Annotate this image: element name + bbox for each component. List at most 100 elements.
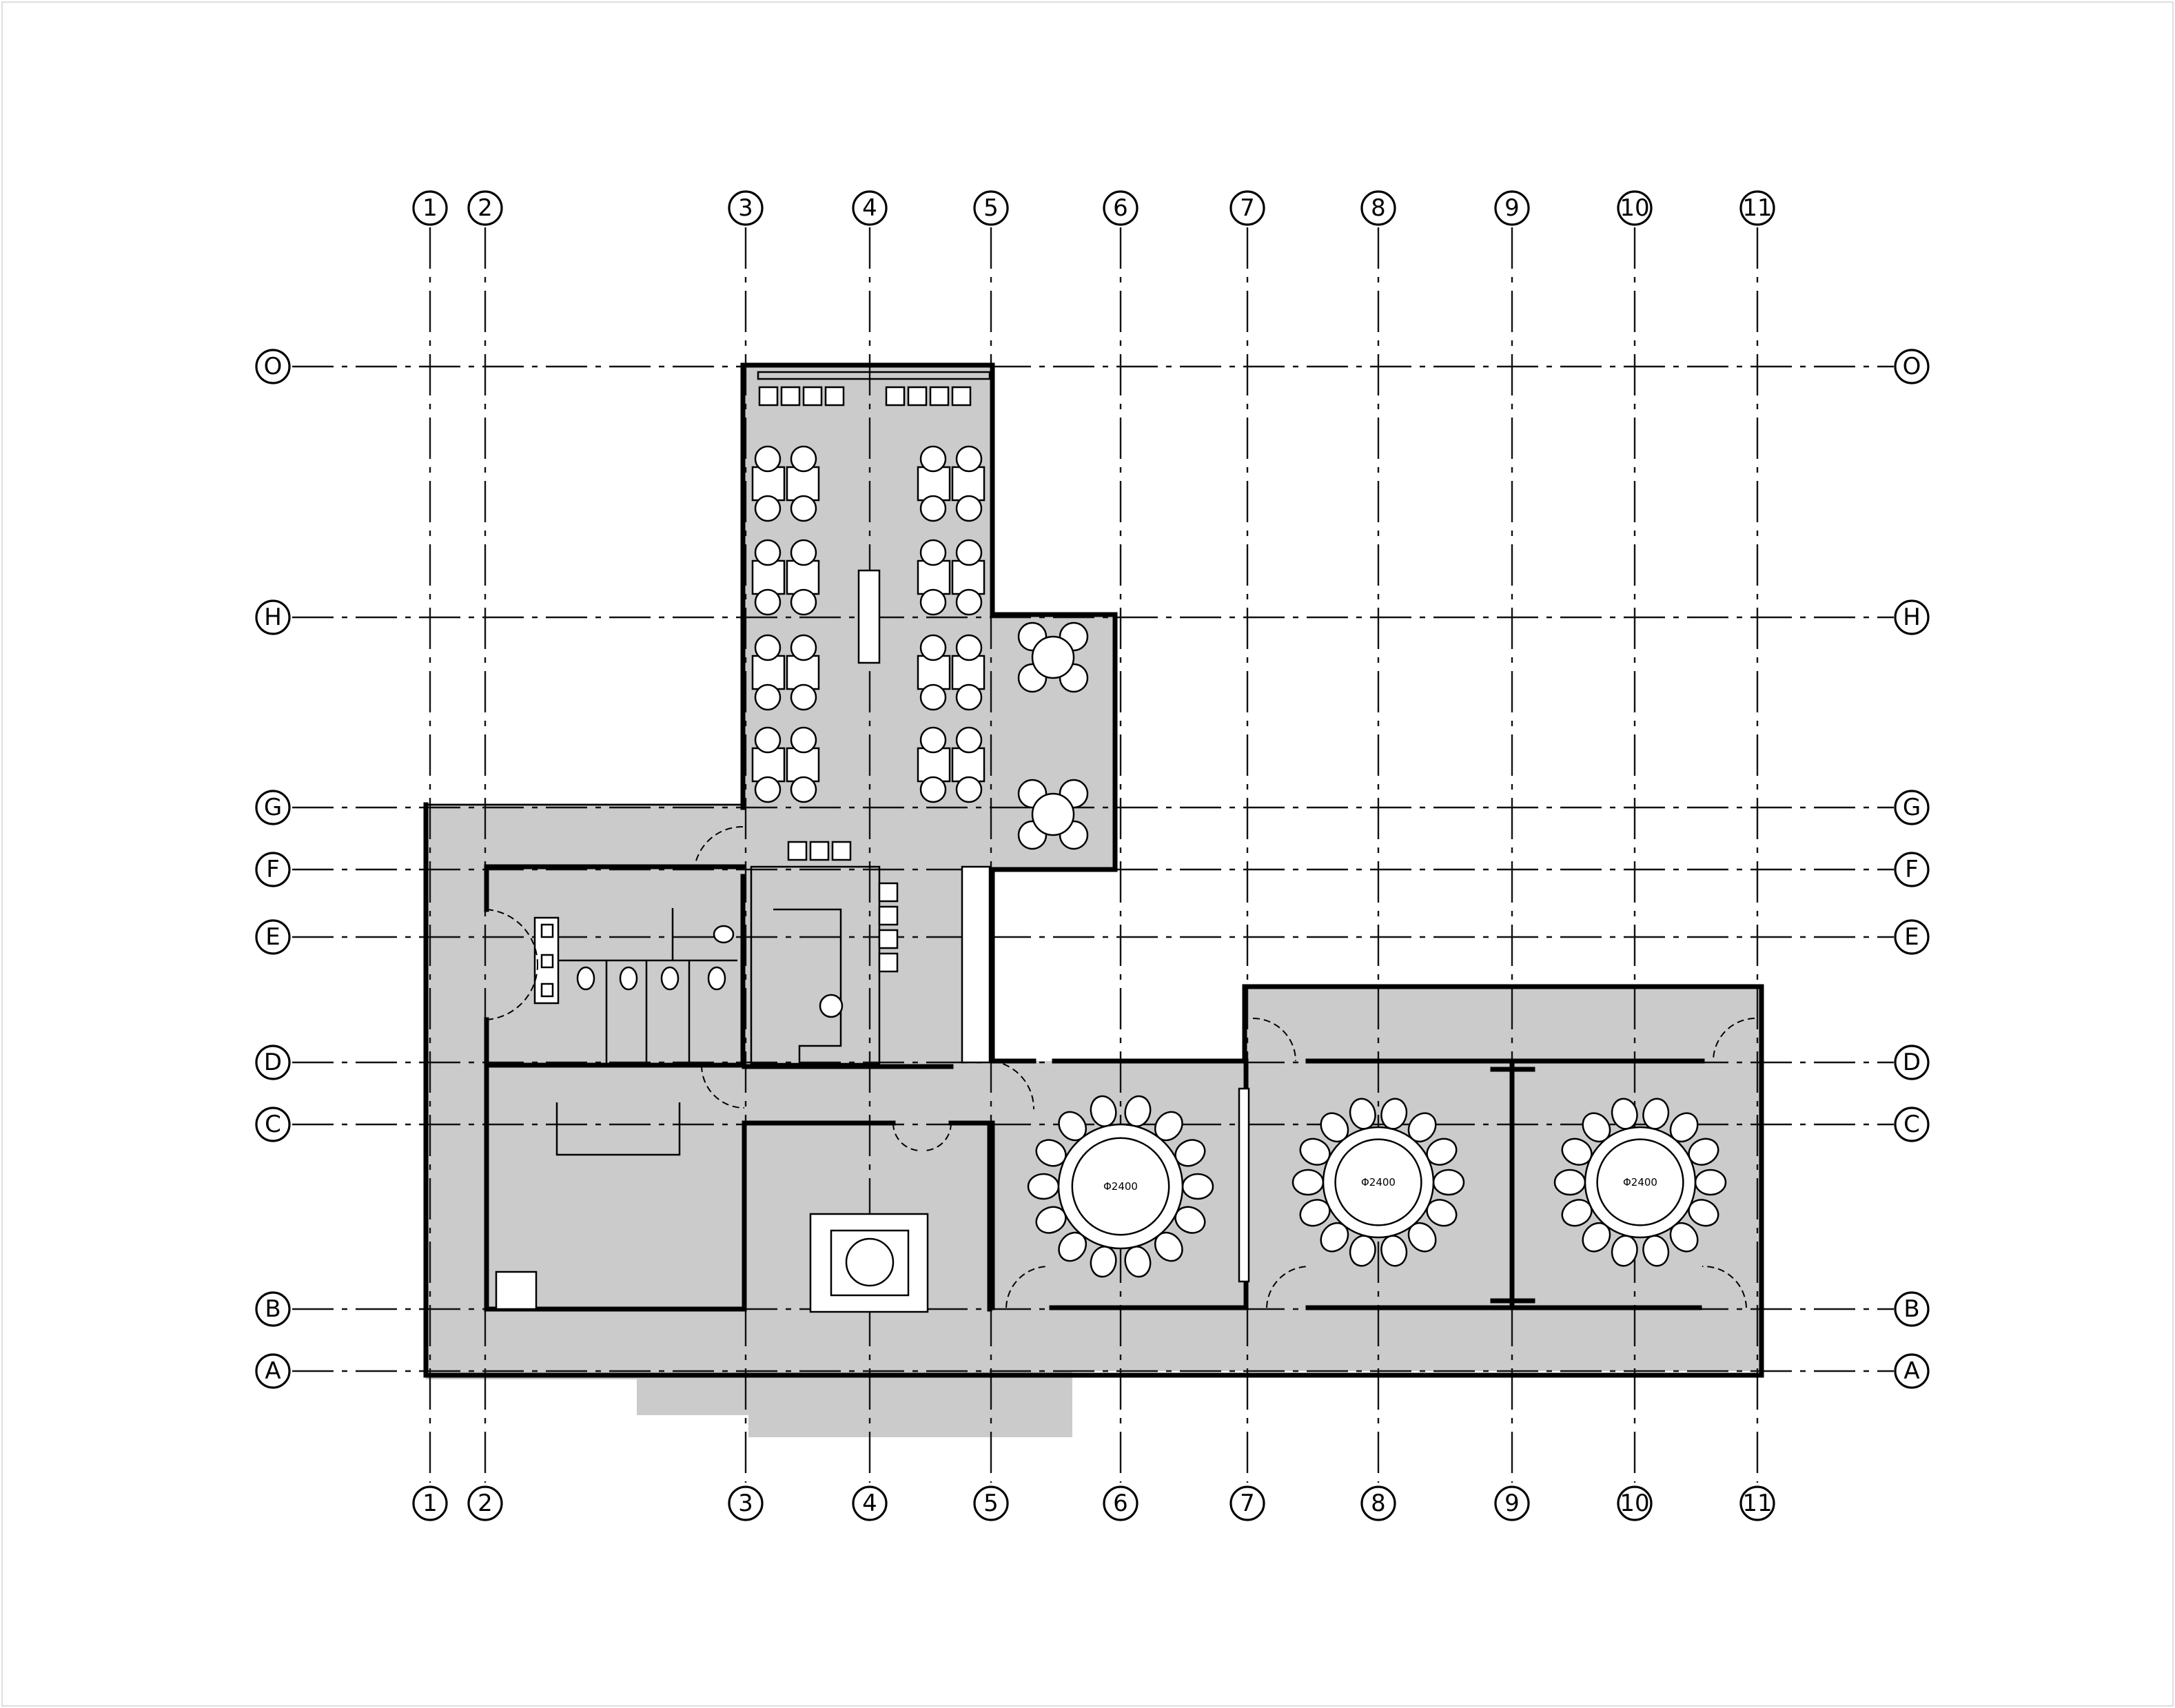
axis-bubble-row: H xyxy=(255,599,291,635)
chair xyxy=(955,495,983,522)
four-seat-table-set xyxy=(751,445,820,522)
axis-bubble-column: 7 xyxy=(1229,1485,1265,1521)
door-swing xyxy=(486,909,539,965)
axis-label: 8 xyxy=(1371,194,1386,222)
bar-stool xyxy=(878,952,899,973)
chair xyxy=(1181,1173,1214,1200)
chair xyxy=(1553,1169,1586,1196)
bar-stool xyxy=(831,841,852,861)
doors xyxy=(486,825,1755,1308)
four-seat-table-set xyxy=(917,634,986,711)
door-swing xyxy=(1713,1018,1755,1062)
basin xyxy=(540,982,554,998)
chair xyxy=(919,634,947,661)
axis-label: 4 xyxy=(862,1490,877,1517)
axis-bubble-column: 9 xyxy=(1494,1485,1530,1521)
chair xyxy=(955,683,983,711)
display-shelf xyxy=(961,865,991,1064)
axis-label: 2 xyxy=(478,194,493,222)
banquet-table-set: Φ2400 xyxy=(1027,1095,1214,1278)
axis-label: G xyxy=(1903,794,1921,821)
chair xyxy=(955,588,983,616)
axis-bubble-row: C xyxy=(1894,1107,1930,1142)
four-seat-table-set xyxy=(917,539,986,616)
axis-bubble-column: 3 xyxy=(728,190,764,226)
four-seat-table-set xyxy=(751,634,820,711)
bartender-figure xyxy=(819,994,844,1018)
axis-label: 7 xyxy=(1240,194,1255,222)
booth-seat xyxy=(824,386,845,407)
axis-bubble-column: 5 xyxy=(973,190,1009,226)
round-table xyxy=(1031,792,1075,836)
booth-seat xyxy=(907,386,928,407)
bar-counter-line xyxy=(773,908,842,1064)
axis-label: O xyxy=(1903,353,1921,380)
door-swing xyxy=(701,1064,745,1109)
axis-bubble-row: E xyxy=(1894,919,1930,955)
stair xyxy=(495,1270,538,1310)
axis-label: E xyxy=(265,923,280,951)
axis-label: 5 xyxy=(983,1490,999,1517)
axis-bubble-column: 3 xyxy=(728,1485,764,1521)
bar-stool xyxy=(878,929,899,949)
axis-label: 3 xyxy=(738,1490,753,1517)
axis-bubble-row: D xyxy=(1894,1045,1930,1080)
axis-label: 9 xyxy=(1504,194,1520,222)
axis-bubble-column: 6 xyxy=(1103,190,1138,226)
round-table xyxy=(1031,635,1075,679)
axis-label: 5 xyxy=(983,194,999,222)
dining-table-sets xyxy=(751,445,986,803)
axis-bubble-row: A xyxy=(255,1353,291,1389)
chair xyxy=(1694,1169,1727,1196)
chair xyxy=(754,634,782,661)
round-four-seat-set xyxy=(1017,621,1089,693)
chair xyxy=(754,445,782,473)
corridor-outer-wall xyxy=(1242,984,1764,1310)
booth-seat xyxy=(929,386,950,407)
chair xyxy=(919,726,947,754)
chair xyxy=(754,683,782,711)
chair xyxy=(919,683,947,711)
kitchen-bar-floor xyxy=(742,865,992,1113)
axis-bubble-column: 1 xyxy=(412,190,448,226)
basin xyxy=(540,923,554,938)
axis-bubble-row: E xyxy=(255,919,291,955)
basin xyxy=(540,954,554,969)
chair xyxy=(955,776,983,803)
axis-label: 6 xyxy=(1113,194,1128,222)
table-turntable xyxy=(1596,1138,1684,1226)
walls xyxy=(423,362,1764,1378)
table-half xyxy=(751,466,786,502)
axis-bubble-column: 9 xyxy=(1494,190,1530,226)
building-outer-wall xyxy=(423,802,1764,1378)
booth-seat xyxy=(780,386,801,407)
booth-seat xyxy=(951,386,972,407)
booth-seat xyxy=(802,386,823,407)
entrance-terrace-floor xyxy=(637,1371,1072,1415)
chair xyxy=(919,776,947,803)
service-counter xyxy=(857,569,881,664)
axis-label: O xyxy=(264,353,283,380)
axis-bubble-column: 4 xyxy=(852,190,888,226)
axis-bubble-column: 5 xyxy=(973,1485,1009,1521)
fixtures xyxy=(495,371,1535,1313)
table-turntable xyxy=(1334,1138,1422,1226)
chair xyxy=(919,445,947,473)
entrance-step-floor xyxy=(748,1415,1072,1437)
chair xyxy=(790,776,817,803)
axis-label: G xyxy=(264,794,282,821)
chair xyxy=(754,776,782,803)
axis-bubble-row: B xyxy=(255,1291,291,1327)
table-diameter-label: Φ2400 xyxy=(1623,1176,1657,1189)
office-desk xyxy=(555,1102,681,1156)
axis-bubble-row: C xyxy=(255,1107,291,1142)
axis-bubble-column: 10 xyxy=(1617,190,1653,226)
balcony-wall xyxy=(990,612,1118,1064)
axis-label: H xyxy=(264,604,282,631)
axis-bubble-row: G xyxy=(1894,790,1930,825)
axis-label: 11 xyxy=(1742,194,1772,222)
four-seat-table-set xyxy=(751,539,820,616)
door-swing xyxy=(486,964,539,1020)
door-swing xyxy=(992,1060,1035,1110)
